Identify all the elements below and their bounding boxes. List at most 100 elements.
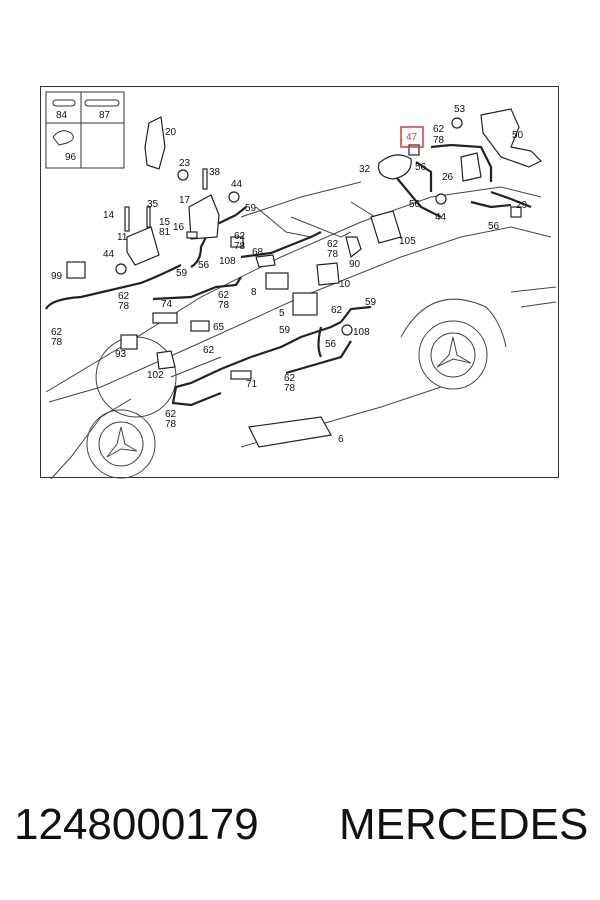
long-hose-icon	[84, 99, 120, 107]
callout-62g: 62	[165, 409, 177, 420]
part-93-icon	[120, 334, 138, 350]
legend-label-87: 87	[99, 110, 111, 121]
legend-label-96: 96	[65, 152, 77, 163]
callout-6: 6	[338, 434, 344, 445]
callout-78j: 78	[433, 135, 445, 146]
callout-56b: 56	[325, 339, 337, 350]
part-99-icon	[66, 261, 86, 279]
callout-50: 50	[512, 130, 524, 141]
callout-62d: 62	[218, 290, 230, 301]
callout-62c: 62	[51, 327, 63, 338]
callout-99: 99	[51, 271, 63, 282]
part-44a-icon	[228, 191, 240, 203]
part-26-icon	[460, 152, 482, 182]
callout-56c: 56	[415, 162, 427, 173]
callout-90: 90	[349, 259, 361, 270]
callout-102: 102	[147, 370, 164, 381]
callout-26: 26	[442, 172, 454, 183]
parts-diagram: 84 87 96	[40, 86, 559, 479]
callout-108b: 108	[353, 327, 370, 338]
callout-78f: 78	[284, 383, 296, 394]
callout-62e: 62	[203, 345, 215, 356]
callout-62b: 62	[118, 291, 130, 302]
callout-11: 11	[117, 232, 128, 243]
part-81-icon	[186, 231, 198, 239]
part-108b-icon	[341, 324, 353, 336]
callout-71: 71	[246, 379, 258, 390]
part-35-icon	[146, 206, 151, 228]
callout-65: 65	[213, 322, 225, 333]
part-44b-icon	[115, 263, 127, 275]
callout-59b: 59	[176, 268, 188, 279]
part-68-icon	[255, 254, 276, 268]
callout-78b: 78	[118, 301, 130, 312]
callout-59a: 59	[245, 203, 257, 214]
callout-53: 53	[454, 104, 466, 115]
part-65-icon	[190, 320, 210, 332]
callout-105: 105	[399, 236, 416, 247]
part-number: 1248000179	[14, 800, 259, 849]
callout-62j: 62	[433, 124, 445, 135]
callout-15: 15	[159, 217, 171, 228]
brand-name: MERCEDES	[339, 800, 589, 849]
callout-16: 16	[173, 222, 185, 233]
callout-23: 23	[179, 158, 191, 169]
part-102-icon	[156, 350, 176, 370]
hoses	[45, 143, 532, 407]
callout-44a: 44	[231, 179, 243, 190]
part-90-icon	[345, 236, 362, 259]
callout-62i: 62	[331, 305, 343, 316]
callout-78d: 78	[218, 300, 230, 311]
callout-35: 35	[147, 199, 159, 210]
part-20-icon	[144, 116, 166, 170]
callout-38: 38	[209, 167, 221, 178]
part-53-icon	[451, 117, 463, 129]
callout-62f: 62	[284, 373, 296, 384]
callout-78g: 78	[165, 419, 177, 430]
caption: 1248000179 MERCEDES	[0, 800, 600, 864]
callout-108a: 108	[219, 256, 236, 267]
callout-10: 10	[339, 279, 351, 290]
legend-label-84: 84	[56, 110, 68, 121]
part-5-icon	[292, 292, 318, 316]
callout-68: 68	[252, 247, 264, 258]
callout-62a: 62	[234, 231, 246, 242]
components	[66, 108, 543, 448]
legend-box: 84 87 96	[45, 91, 125, 169]
callout-56a: 56	[198, 260, 210, 271]
callout-8: 8	[251, 287, 257, 298]
callout-59c: 59	[279, 325, 291, 336]
part-11-icon	[126, 226, 160, 266]
callout-59d: 59	[365, 297, 377, 308]
callout-78c: 78	[51, 337, 63, 348]
callout-56d: 56	[409, 199, 421, 210]
part-44c-icon	[435, 193, 447, 205]
callout-29: 29	[516, 200, 528, 211]
diagram-canvas: 84 87 96	[45, 91, 557, 479]
callout-78h: 78	[327, 249, 339, 260]
callout-5: 5	[279, 308, 285, 319]
callout-78a: 78	[234, 241, 246, 252]
part-23-icon	[177, 169, 189, 181]
callout-56e: 56	[488, 221, 500, 232]
callout-14: 14	[103, 210, 115, 221]
part-50-icon	[480, 108, 543, 168]
callout-labels: 20 23 38 44 17 35 14 15 81 16 11 59 62 7…	[51, 104, 528, 445]
clip-icon	[52, 130, 74, 146]
part-47-icon	[408, 144, 420, 156]
callout-32: 32	[359, 164, 371, 175]
part-6-icon	[248, 416, 332, 448]
part-10-icon	[316, 262, 340, 286]
callout-44c: 44	[435, 212, 447, 223]
callout-17: 17	[179, 195, 191, 206]
part-29-icon	[510, 206, 522, 218]
part-108a-icon	[230, 236, 244, 248]
part-8-icon	[265, 272, 289, 290]
part-74-icon	[152, 312, 178, 324]
part-14-icon	[124, 206, 130, 232]
callout-62h: 62	[327, 239, 339, 250]
callout-47: 47	[406, 132, 418, 143]
callout-81: 81	[159, 227, 171, 238]
short-hose-icon	[52, 99, 76, 107]
callout-44b: 44	[103, 249, 115, 260]
